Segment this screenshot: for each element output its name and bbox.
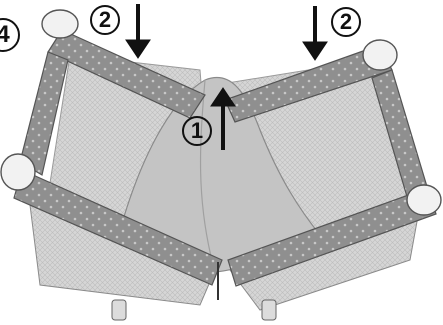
corner-cap-left (1, 154, 35, 190)
corner-cap-top-right (363, 40, 397, 70)
arrow-down-right (303, 6, 327, 60)
corner-cap-top-left (42, 10, 78, 38)
step-2-callout-right: 2 (331, 7, 361, 37)
step-2-callout-left: 2 (90, 5, 120, 35)
leg-left (112, 300, 126, 320)
step-1-callout: 1 (182, 116, 212, 146)
leg-right (262, 300, 276, 320)
arrow-down-left (126, 4, 150, 58)
corner-cap-right (407, 185, 441, 215)
